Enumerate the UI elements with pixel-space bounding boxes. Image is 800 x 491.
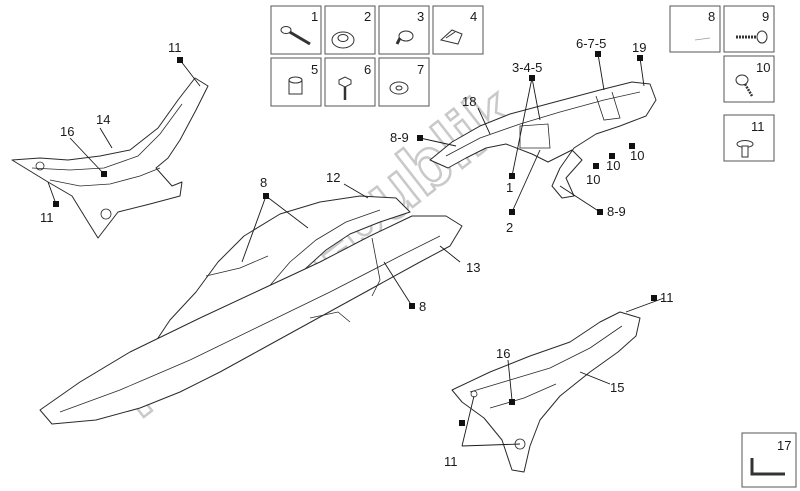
callout-18: 18 [462, 94, 476, 109]
callout-11: 11 [444, 454, 458, 469]
marker-bullets [53, 51, 657, 426]
callout-13: 13 [466, 260, 480, 275]
parts-box-number: 11 [751, 119, 765, 134]
callout-11: 11 [168, 40, 182, 55]
callout-1: 1 [506, 180, 513, 195]
callout-11: 11 [660, 290, 674, 305]
callout-14: 14 [96, 112, 110, 127]
tail-rail-part-13[interactable] [39, 215, 463, 425]
parts-box-1[interactable]: 1 [270, 5, 322, 55]
parts-box-number: 2 [364, 9, 371, 24]
callout-8-9: 8-9 [390, 130, 409, 145]
callout-19: 19 [632, 40, 646, 55]
parts-box-11[interactable]: 11 [723, 114, 775, 162]
rivet-icon [736, 140, 754, 158]
screw-icon [280, 26, 311, 46]
parts-box-4[interactable]: 4 [432, 5, 484, 55]
callout-10: 10 [586, 172, 600, 187]
blank-icon [694, 37, 711, 41]
callout-10: 10 [630, 148, 644, 163]
parts-box-number: 9 [762, 9, 769, 24]
callout-8-9: 8-9 [607, 204, 626, 219]
callout-6-7-5: 6-7-5 [576, 36, 606, 51]
hex-screw-icon [338, 76, 352, 100]
callout-12: 12 [326, 170, 340, 185]
parts-box-8[interactable]: 8 [669, 5, 721, 53]
parts-box-number: 8 [708, 9, 715, 24]
callout-11: 11 [40, 210, 54, 225]
parts-box-number: 10 [756, 60, 770, 75]
callout-16: 16 [496, 346, 510, 361]
spacer-icon [288, 76, 303, 95]
parts-box-number: 1 [311, 9, 318, 24]
bolt-icon [395, 30, 414, 45]
callout-15: 15 [610, 380, 624, 395]
callout-labels: 11 14 16 11 8 12 13 8 3-4-5 6-7-5 19 18 … [40, 36, 674, 469]
callout-10: 10 [606, 158, 620, 173]
parts-box-number: 17 [777, 438, 791, 453]
parts-box-number: 6 [364, 62, 371, 77]
flange-screw-icon [736, 30, 768, 44]
parts-box-2[interactable]: 2 [324, 5, 376, 55]
tapping-screw-icon [735, 74, 754, 97]
clip-icon [439, 29, 463, 45]
parts-box-number: 3 [417, 9, 424, 24]
parts-box-6[interactable]: 6 [324, 57, 376, 107]
parts-box-7[interactable]: 7 [378, 57, 430, 107]
parts-box-number: 7 [417, 62, 424, 77]
parts-box-9[interactable]: 9 [723, 5, 775, 53]
callout-16: 16 [60, 124, 74, 139]
washer-icon [389, 81, 409, 95]
parts-box-3[interactable]: 3 [378, 5, 430, 55]
grommet-icon [331, 31, 355, 49]
callout-2: 2 [506, 220, 513, 235]
callout-8: 8 [260, 175, 267, 190]
parts-box-5[interactable]: 5 [270, 57, 322, 107]
parts-box-number: 4 [470, 9, 477, 24]
callout-3-4-5: 3-4-5 [512, 60, 542, 75]
callout-8: 8 [419, 299, 426, 314]
parts-box-17[interactable]: 17 [741, 432, 797, 488]
allen-key-icon [750, 458, 785, 476]
leader-lines [47, 53, 665, 447]
side-panel-left-part-14[interactable] [11, 77, 209, 239]
side-panel-right-part-15[interactable] [451, 311, 641, 473]
parts-box-number: 5 [311, 62, 318, 77]
parts-box-10[interactable]: 10 [723, 55, 775, 103]
